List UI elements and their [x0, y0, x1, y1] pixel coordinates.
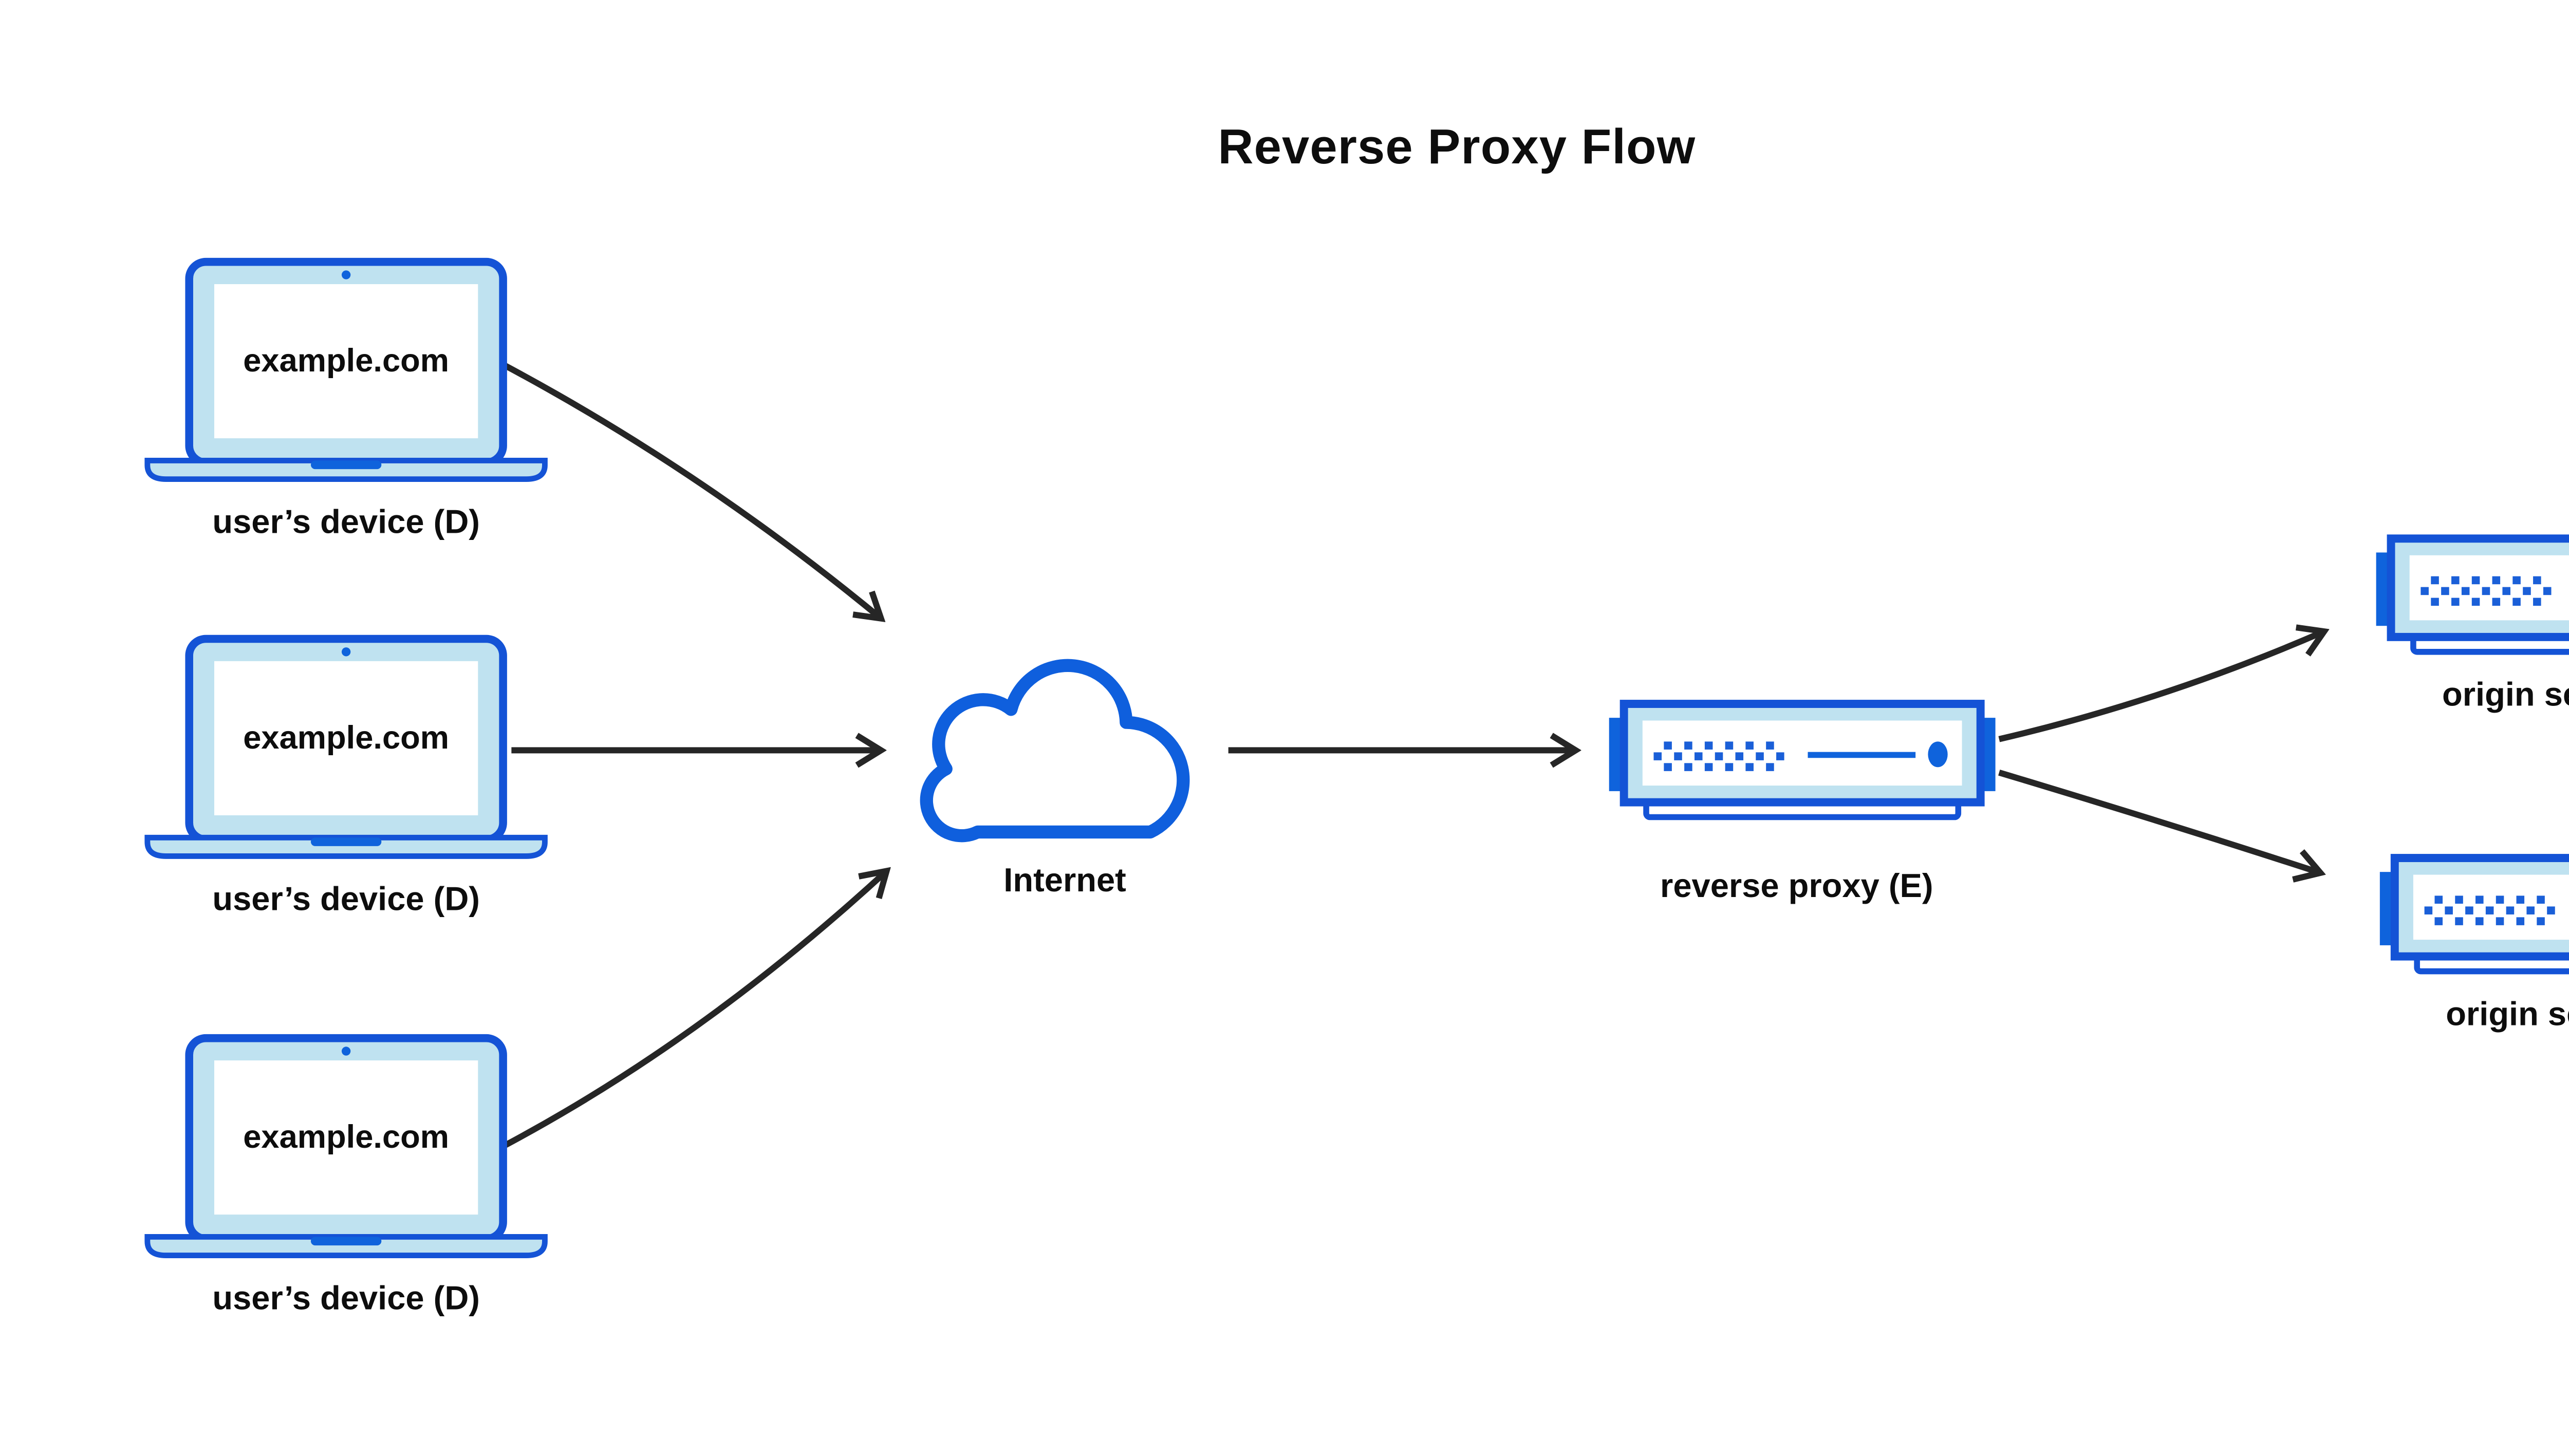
node-origin-server-2: origin server (F) — [2380, 858, 2569, 1032]
cloud-icon — [920, 659, 1190, 843]
internet-label: Internet — [1003, 861, 1126, 899]
node-user-device-2: example.com user’s device (D) — [147, 639, 545, 917]
node-user-device-3: example.com user’s device (D) — [147, 1038, 545, 1316]
reverse-proxy-label: reverse proxy (E) — [1660, 867, 1933, 904]
device-label: user’s device (D) — [212, 880, 480, 917]
arrow-proxy-to-origin1 — [1998, 631, 2324, 742]
node-reverse-proxy: reverse proxy (E) — [1609, 704, 1996, 904]
device-screen-text: example.com — [243, 343, 449, 379]
server-icon — [2380, 858, 2569, 972]
device-screen-text: example.com — [243, 1119, 449, 1155]
node-origin-server-1: origin server (F) — [2376, 538, 2569, 713]
edges — [500, 361, 2324, 1149]
server-icon — [2376, 538, 2569, 652]
device-screen-text: example.com — [243, 720, 449, 756]
origin-server-label: origin server (F) — [2446, 995, 2569, 1032]
device-label: user’s device (D) — [212, 502, 480, 540]
node-internet: Internet — [920, 659, 1190, 899]
arrow-device1-to-internet — [500, 361, 881, 619]
arrow-device3-to-internet — [502, 871, 887, 1149]
server-icon — [1609, 704, 1996, 817]
origin-server-label: origin server (F) — [2442, 676, 2569, 713]
device-label: user’s device (D) — [212, 1279, 480, 1316]
node-user-device-1: example.com user’s device (D) — [147, 262, 545, 540]
page-title: Reverse Proxy Flow — [1218, 119, 1696, 174]
arrow-proxy-to-origin2 — [1998, 770, 2320, 873]
